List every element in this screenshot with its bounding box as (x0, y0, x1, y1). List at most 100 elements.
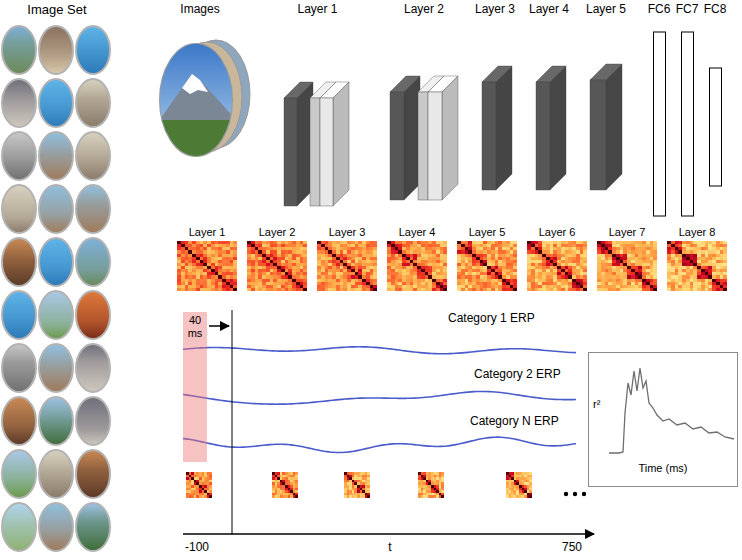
matrix-cell (340, 275, 344, 278)
matrix-cell (367, 472, 370, 475)
matrix-cell (440, 241, 444, 244)
matrix-cell (502, 263, 506, 266)
matrix-cell (439, 477, 442, 480)
matrix-cell (251, 279, 255, 282)
matrix-cell (480, 250, 484, 253)
matrix-cell (514, 482, 517, 485)
matrix-cell (203, 244, 207, 247)
matrix-cell (457, 241, 461, 244)
matrix-cell (196, 485, 199, 488)
matrix-cell (292, 285, 296, 288)
matrix-cell (491, 288, 495, 291)
matrix-cell (209, 482, 212, 485)
matrix-cell (303, 241, 307, 244)
matrix-cell (181, 254, 185, 257)
matrix-cell (262, 282, 266, 285)
matrix-cell (410, 279, 414, 282)
matrix-cell (480, 244, 484, 247)
matrix-cell (277, 250, 281, 253)
matrix-cell (553, 244, 557, 247)
matrix-cell (281, 269, 285, 272)
matrix-cell (266, 269, 270, 272)
matrix-cell (516, 493, 519, 496)
matrix-cell (550, 241, 554, 244)
matrix-cell (296, 250, 300, 253)
matrix-cell (468, 288, 472, 291)
matrix-cell (487, 241, 491, 244)
matrix-cell (303, 260, 307, 263)
matrix-cell (328, 288, 332, 291)
matrix-cell (247, 244, 251, 247)
matrix-cell (524, 480, 527, 483)
matrix-cell (491, 250, 495, 253)
matrix-cell (436, 490, 439, 493)
matrix-cell (421, 475, 424, 478)
matrix-cell (215, 263, 219, 266)
matrix-cell (431, 493, 434, 496)
matrix-cell (211, 285, 215, 288)
matrix-cell (461, 288, 465, 291)
rdm-label: Layer 2 (259, 226, 296, 239)
matrix-cell (495, 247, 499, 250)
matrix-cell (398, 269, 402, 272)
matrix-cell (295, 488, 298, 491)
matrix-cell (277, 269, 281, 272)
matrix-cell (413, 288, 417, 291)
matrix-cell (191, 485, 194, 488)
matrix-cell (281, 250, 285, 253)
matrix-cell (387, 279, 391, 282)
matrix-cell (576, 254, 580, 257)
matrix-cell (514, 485, 517, 488)
matrix-cell (423, 472, 426, 475)
matrix-cell (468, 247, 472, 250)
matrix-cell (281, 254, 285, 257)
matrix-cell (277, 254, 281, 257)
matrix-cell (538, 241, 542, 244)
matrix-cell (281, 272, 285, 275)
matrix-cell (538, 257, 542, 260)
matrix-cell (362, 266, 366, 269)
matrix-cell (522, 472, 525, 475)
matrix-cell (177, 260, 181, 263)
matrix-cell (373, 269, 377, 272)
matrix-cell (531, 254, 535, 257)
matrix-cell (472, 288, 476, 291)
matrix-cell (251, 282, 255, 285)
matrix-cell (273, 257, 277, 260)
fc-layer-bar-shape (674, 2, 701, 218)
matrix-cell (440, 257, 444, 260)
matrix-cell (351, 263, 355, 266)
matrix-cell (413, 250, 417, 253)
matrix-cell (273, 263, 277, 266)
matrix-cell (428, 247, 432, 250)
matrix-cell (546, 254, 550, 257)
matrix-cell (436, 477, 439, 480)
matrix-cell (285, 266, 289, 269)
matrix-cell (290, 482, 293, 485)
matrix-cell (273, 244, 277, 247)
matrix-cell (542, 241, 546, 244)
matrix-cell (398, 241, 402, 244)
matrix-cell (542, 254, 546, 257)
matrix-cell (510, 263, 514, 266)
matrix-cell (391, 282, 395, 285)
matrix-cell (506, 244, 510, 247)
matrix-cell (321, 257, 325, 260)
matrix-cell (332, 247, 336, 250)
matrix-cell (527, 250, 531, 253)
matrix-cell (230, 247, 234, 250)
matrix-cell (410, 260, 414, 263)
matrix-cell (428, 241, 432, 244)
matrix-cell (288, 275, 292, 278)
matrix-cell (527, 241, 531, 244)
matrix-cell (336, 247, 340, 250)
matrix-cell (266, 244, 270, 247)
matrix-cell (196, 250, 200, 253)
layer-label: Layer 5 (586, 2, 626, 16)
matrix-cell (370, 272, 374, 275)
matrix-cell (367, 482, 370, 485)
matrix-cell (457, 266, 461, 269)
matrix-cell (354, 477, 357, 480)
matrix-cell (282, 488, 285, 491)
matrix-cell (423, 493, 426, 496)
